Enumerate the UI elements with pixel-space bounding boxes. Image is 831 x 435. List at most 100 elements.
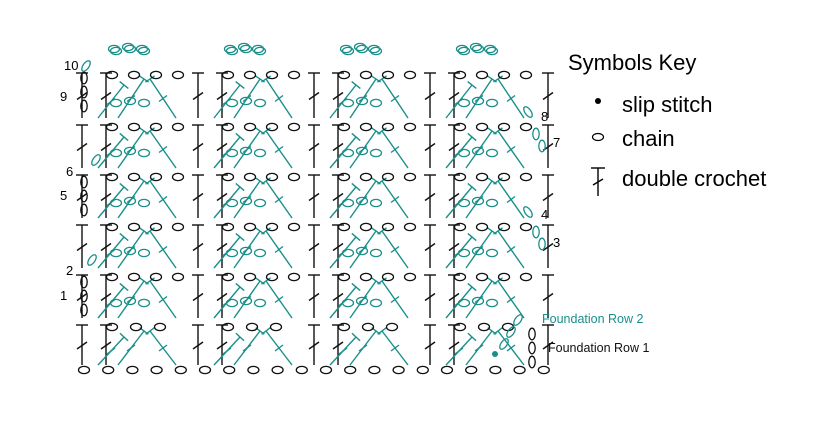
chain-stitch [519,222,533,232]
foundation-chain [537,365,550,375]
double-crochet-stitch [145,327,155,335]
double-crochet-stitch [274,245,284,254]
double-crochet-stitch [308,341,320,350]
double-crochet-stitch [467,182,477,192]
chain-stitch [121,42,135,52]
chain-stitch [369,46,383,56]
chain-stitch [369,298,383,308]
chain-stitch [475,172,489,182]
chain-stitch [221,322,235,332]
chain-stitch [369,148,383,158]
chain-stitch [80,189,88,203]
chain-stitch [485,198,499,208]
chain-stitch [225,46,239,56]
double-crochet-stitch [308,292,320,302]
chain-stitch [287,222,301,232]
chain-stitch [513,314,523,326]
chain-stitch [471,44,485,54]
double-crochet-stitch [448,292,460,302]
chain-stitch [243,172,257,182]
double-crochet-stitch [358,295,368,304]
chain-stitch [127,122,141,132]
chain-stitch [532,127,540,141]
double-crochet-stitch [338,347,348,355]
double-crochet-stitch [454,248,464,257]
double-crochet-stitch [119,282,129,292]
double-crochet-stitch [358,195,368,204]
chain-stitch [287,70,301,80]
double-crochet-stitch [332,341,344,350]
double-crochet-stitch [467,81,477,89]
double-crochet-stitch [390,195,400,204]
chain-stitch [361,322,375,332]
double-crochet-stitch [377,227,387,235]
chain-stitch [80,289,88,303]
chain-stitch [269,322,283,332]
double-crochet-stitch [390,245,400,254]
double-crochet-stitch [235,232,245,242]
double-crochet-stitch [308,91,320,101]
double-crochet-stitch [76,142,88,152]
chain-stitch [485,46,499,56]
chain-stitch [337,172,351,182]
chain-stitch [171,122,185,132]
double-crochet-stitch [493,227,503,235]
chain-stitch [359,122,373,132]
chain-stitch [127,272,141,282]
chain-stitch [105,222,119,232]
double-crochet-stitch [145,127,155,135]
chain-stitch [471,246,485,256]
double-crochet-stitch [424,341,436,350]
double-crochet-stitch [216,341,228,350]
double-crochet-icon [591,167,605,196]
double-crochet-stitch [261,127,271,135]
key-label-double-crochet: double crochet [622,166,767,191]
double-crochet-stitch [424,142,436,152]
row-number-3: 3 [553,235,561,250]
chain-stitch [381,272,395,282]
double-crochet-stitch [467,282,477,292]
chain-stitch [239,246,253,256]
double-crochet-stitch [126,344,136,352]
chain-stitch [339,44,353,54]
chain-stitch [149,70,163,80]
foundation-chain [416,365,429,375]
double-crochet-stitch [216,192,228,202]
chain-stitch [497,272,511,282]
double-crochet-stitch [216,142,228,152]
double-crochet-stitch [506,94,516,103]
chain-stitch [483,44,497,54]
chain-stitch [485,148,499,158]
chain-stitch [135,44,149,54]
chain-stitch [453,70,467,80]
double-crochet-stitch [332,292,344,302]
double-crochet-stitch [242,344,252,352]
double-crochet-stitch [493,177,503,185]
chain-stitch [455,44,469,54]
chain-stitch [403,222,417,232]
chain-stitch [149,272,163,282]
double-crochet-stitch [338,248,348,257]
chain-stitch [528,341,536,355]
double-crochet-stitch [332,242,344,252]
double-crochet-stitch [390,145,400,154]
chain-stitch [497,122,511,132]
chain-stitch [538,139,546,153]
double-crochet-stitch [424,292,436,302]
chain-stitch [123,96,137,106]
double-crochet-stitch [261,327,271,335]
chain-stitch [355,96,369,106]
chain-stitch [107,44,121,54]
foundation-chain [513,365,526,375]
chain-stitch [245,322,259,332]
double-crochet-stitch [542,341,554,350]
double-crochet-stitch [192,142,204,152]
chain-stitch [403,272,417,282]
chain-stitch [523,206,533,218]
double-crochet-stitch [222,97,232,106]
chain-icon [591,132,605,142]
chain-stitch [251,44,265,54]
double-crochet-stitch [332,192,344,202]
chain-stitch [221,222,235,232]
double-crochet-stitch [424,91,436,101]
